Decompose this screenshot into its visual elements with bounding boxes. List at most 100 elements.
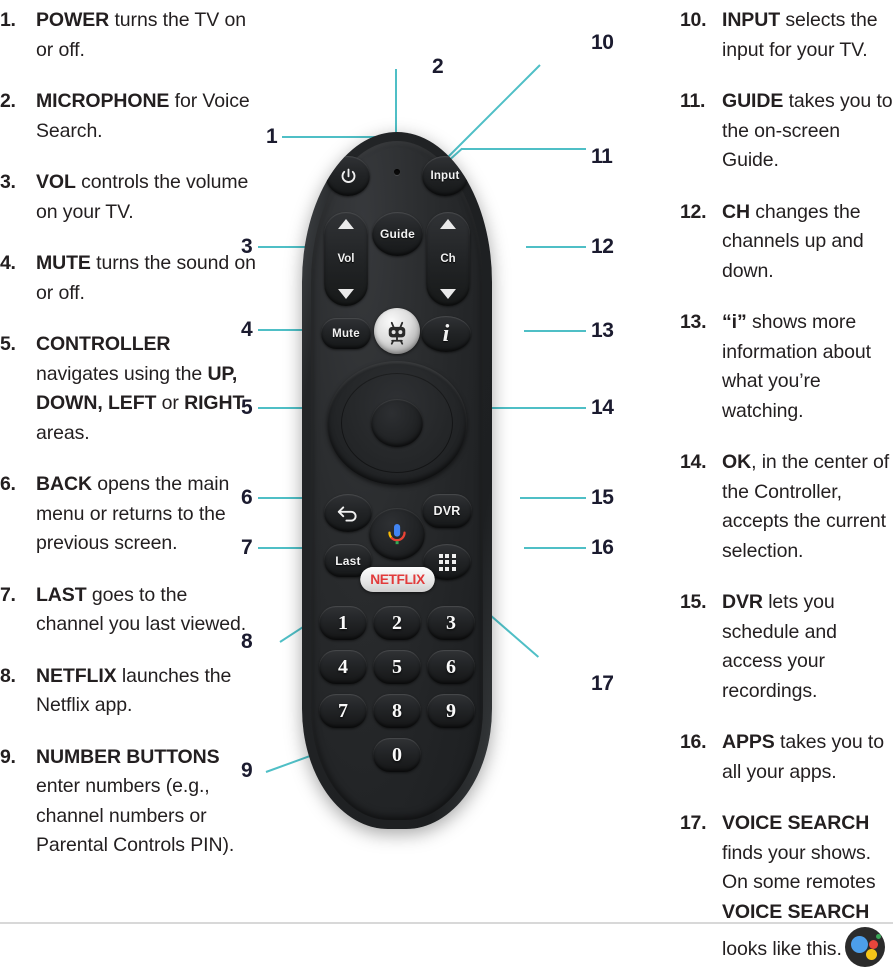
item-number: 4.	[0, 252, 16, 274]
list-item-microphone: 2. MICROPHONE for Voice Search.	[0, 87, 258, 146]
mute-button[interactable]: Mute	[321, 318, 371, 349]
item-number: 11.	[680, 90, 706, 112]
keypad-2[interactable]: 2	[373, 606, 421, 640]
item-keyword: POWER	[36, 9, 110, 31]
list-item-voice-search: 17. VOICE SEARCH finds your shows. On so…	[680, 809, 893, 967]
item-keyword: GUIDE	[722, 90, 784, 112]
item-number: 5.	[0, 333, 16, 355]
item-keyword: CH	[722, 200, 750, 223]
leader-line-4	[258, 329, 326, 331]
list-item-guide: 11. GUIDE takes you to the on-screen Gui…	[680, 87, 893, 176]
item-text: launches the Netflix app.	[36, 664, 232, 717]
keypad-4[interactable]: 4	[319, 650, 367, 684]
netflix-button[interactable]: NETFLIX	[360, 567, 435, 592]
right-item-list: 10. INPUT selects the input for your TV.…	[680, 6, 893, 967]
callout-7: 7	[241, 536, 253, 559]
item-number: 7.	[0, 583, 16, 606]
left-description-column: 1. POWER turns the TV on or off. 2. MICR…	[0, 6, 258, 861]
keypad-8[interactable]: 8	[373, 694, 421, 728]
list-item-dvr: 15. DVR lets you schedule and access you…	[680, 588, 893, 706]
leader-line-3	[258, 246, 334, 248]
list-item-number-buttons: 9. NUMBER BUTTONS enter numbers (e.g., c…	[0, 743, 258, 861]
callout-13: 13	[591, 319, 614, 342]
item-text: , in the center of the Controller, accep…	[722, 451, 890, 562]
callout-6: 6	[241, 486, 253, 509]
channel-label: Ch	[440, 253, 456, 265]
item-number: 8.	[0, 664, 16, 687]
leader-line-7	[258, 547, 325, 549]
callout-12: 12	[591, 235, 614, 258]
leader-line-15	[520, 497, 586, 499]
keypad-5[interactable]: 5	[373, 650, 421, 684]
channel-rocker[interactable]: Ch	[426, 212, 470, 306]
list-item-back: 6. BACK opens the main menu or returns t…	[0, 470, 258, 559]
callout-16: 16	[591, 536, 614, 559]
guide-button[interactable]: Guide	[372, 212, 423, 256]
channel-up-icon[interactable]	[440, 219, 456, 229]
keypad-1[interactable]: 1	[319, 606, 367, 640]
keypad-7[interactable]: 7	[319, 694, 367, 728]
keypad-6[interactable]: 6	[427, 650, 475, 684]
google-assistant-icon	[844, 927, 885, 967]
item-number: 15.	[680, 591, 707, 613]
keypad-0[interactable]: 0	[373, 738, 421, 772]
apps-grid-icon	[438, 553, 456, 571]
item-text: takes you to the on-screen Guide.	[722, 90, 893, 171]
info-button[interactable]: i	[421, 316, 471, 352]
list-item-apps: 16. APPS takes you to all your apps.	[680, 728, 893, 787]
callout-3: 3	[241, 235, 253, 258]
input-button[interactable]: Input	[422, 156, 468, 196]
info-label: i	[442, 320, 450, 347]
leader-line-5	[258, 407, 342, 409]
leader-line-14	[414, 407, 586, 409]
list-item-netflix: 8. NETFLIX launches the Netflix app.	[0, 662, 258, 721]
item-keyword: NETFLIX	[36, 664, 117, 687]
leader-line-6	[258, 497, 326, 499]
keypad-9[interactable]: 9	[427, 694, 475, 728]
list-item-controller: 5. CONTROLLER navigates using the UP, DO…	[0, 330, 258, 448]
ok-button[interactable]	[371, 399, 423, 447]
volume-rocker[interactable]: Vol	[324, 212, 368, 306]
item-number: 9.	[0, 745, 16, 768]
item-keyword: OK	[722, 451, 752, 473]
item-keyword-2: VOICE SEARCH	[722, 900, 870, 923]
item-text: shows more information about what you’re…	[722, 311, 871, 422]
tivo-mascot-button[interactable]	[374, 308, 420, 354]
list-item-ok: 14. OK, in the center of the Controller,…	[680, 448, 893, 566]
remote-control-figure: 1 2 3 4 5 6 7 8 9 10 11 12 13 14 15 16 1…	[241, 0, 688, 924]
item-text-2: looks like this.	[722, 938, 842, 960]
channel-down-icon[interactable]	[440, 289, 456, 299]
volume-up-icon[interactable]	[338, 219, 354, 229]
item-keyword: APPS	[722, 731, 775, 753]
list-item-ch: 12. CH changes the channels up and down.	[680, 198, 893, 287]
leader-line-16	[524, 547, 586, 549]
item-text-2: or	[156, 392, 185, 414]
power-button[interactable]	[326, 156, 370, 196]
item-text: changes the channels up and down.	[722, 200, 864, 282]
item-keyword: LAST	[36, 583, 87, 606]
right-description-column: 10. INPUT selects the input for your TV.…	[680, 6, 893, 967]
microphone-pinhole-icon	[394, 169, 400, 175]
list-item-input: 10. INPUT selects the input for your TV.	[680, 6, 893, 65]
dvr-button[interactable]: DVR	[422, 494, 472, 528]
leader-line-13	[524, 330, 586, 332]
item-keyword: VOICE SEARCH	[722, 812, 870, 834]
item-keyword: NUMBER BUTTONS	[36, 745, 220, 768]
controller-dpad[interactable]	[327, 361, 467, 485]
callout-2: 2	[432, 55, 444, 78]
item-text: turns the TV on or off.	[36, 9, 246, 61]
voice-search-button[interactable]: microphone-icon	[369, 508, 425, 560]
callout-1: 1	[266, 125, 278, 148]
item-text-3: areas.	[36, 421, 90, 444]
microphone-icon	[388, 523, 406, 545]
callout-9: 9	[241, 759, 253, 782]
keypad-3[interactable]: 3	[427, 606, 475, 640]
callout-15: 15	[591, 486, 614, 509]
back-button[interactable]	[324, 494, 372, 532]
item-text: turns the sound on or off.	[36, 252, 256, 304]
volume-down-icon[interactable]	[338, 289, 354, 299]
leader-line-11b	[461, 148, 586, 150]
item-number: 17.	[680, 812, 707, 834]
item-keyword: INPUT	[722, 9, 781, 31]
